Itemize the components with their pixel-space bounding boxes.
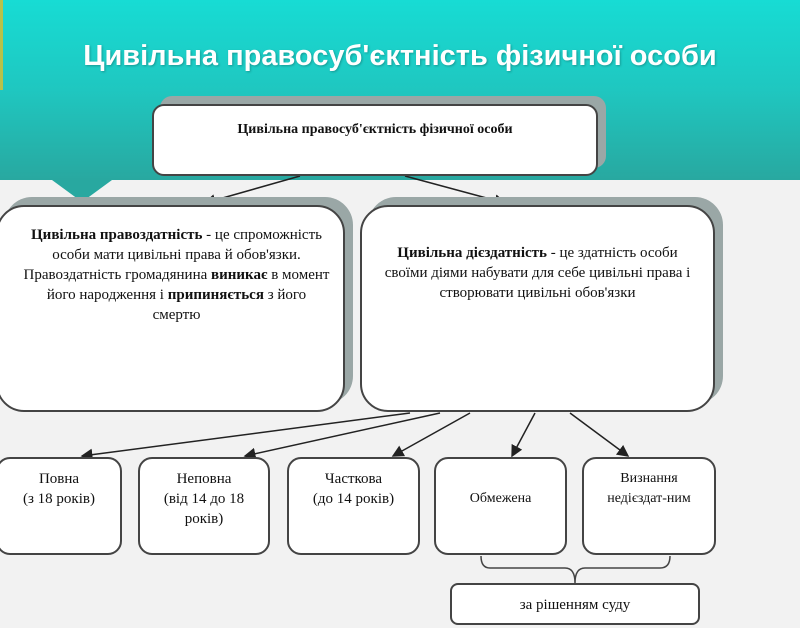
type-box-incomplete: Неповна (від 14 до 18 років) [138, 457, 270, 555]
type-box-limited: Обмежена [434, 457, 567, 555]
type-age: (від 14 до 18 років) [163, 491, 245, 527]
text: Правоздатність громадянина [23, 267, 212, 283]
type-box-full: Повна (з 18 років) [0, 457, 122, 555]
brace [480, 555, 671, 584]
term: Цивільна правоздатність [31, 227, 203, 243]
text-bold: припиняється [167, 287, 264, 303]
text-bold: виникає [211, 267, 268, 283]
definition: - це здатність особи своїми діями набува… [384, 245, 691, 301]
active-capacity-box: Цивільна дієздатність - це здатність осо… [360, 205, 715, 412]
slide-title: Цивільна правосуб'єктність фізичної особ… [83, 40, 717, 72]
type-age: (з 18 років) [23, 491, 95, 507]
type-label: Повна [38, 471, 80, 487]
arrow-to-capacity [203, 175, 301, 206]
arrow-to-legal-capacity [404, 175, 507, 207]
text: з його смертю [152, 287, 307, 323]
type-box-partial: Часткова (до 14 років) [287, 457, 420, 555]
type-label: Визнання [620, 471, 678, 486]
legal-capacity-box: Цивільна правоздатність - це спроможніст… [0, 205, 345, 412]
type-label: Неповна [176, 471, 232, 487]
type-label-2: недієздат-ним [607, 491, 691, 506]
root-box: Цивільна правосуб'єктність фізичної особ… [152, 104, 598, 176]
header-pointer [52, 180, 112, 202]
court-decision-box: за рішенням суду [450, 583, 700, 625]
term: Цивільна дієздатність [397, 245, 547, 261]
type-box-incapacitated: Визнання недієздат-ним [582, 457, 716, 555]
text: в момент його народження і [46, 267, 330, 303]
accent-strip [0, 0, 3, 90]
root-box-text: Цивільна правосуб'єктність фізичної особ… [237, 122, 513, 137]
type-label: Часткова [324, 471, 383, 487]
type-label: Обмежена [469, 491, 532, 506]
court-text: за рішенням суду [519, 597, 631, 613]
definition: - це спроможність особи мати цивільні пр… [52, 227, 322, 263]
type-age: (до 14 років) [312, 491, 395, 507]
